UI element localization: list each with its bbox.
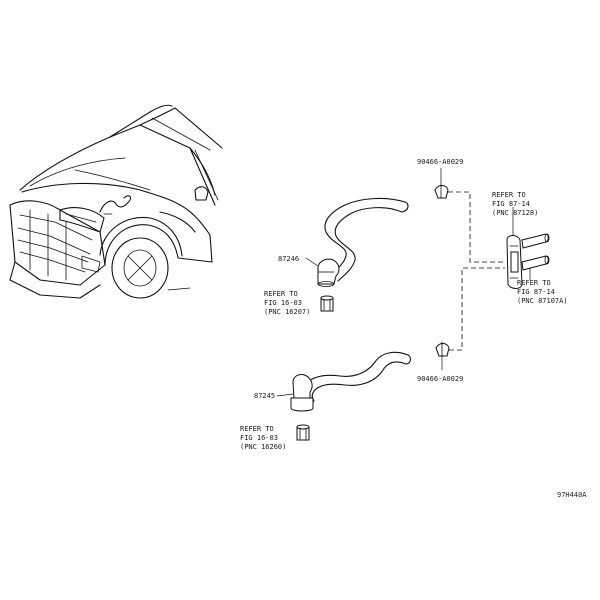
reference-line: (PNC 87128)	[492, 209, 538, 217]
upper-washer-hose	[324, 197, 409, 282]
figure-code: 97H440A	[557, 491, 587, 499]
upper-hose-part-number: 87246	[278, 255, 299, 263]
reference-line: REFER TO	[517, 279, 551, 287]
upper-elbow-connector	[317, 258, 340, 287]
reference-line: (PNC 87107A)	[517, 297, 568, 305]
lower-hose-part-number: 87245	[254, 392, 275, 400]
reference-line: (PNC 16207)	[264, 308, 310, 316]
washer-nozzle-assembly	[506, 233, 550, 289]
upper-hose-clip	[434, 183, 449, 199]
clip-lower-part-number: 90466-A0029	[417, 375, 463, 383]
reference-note-upper-left: REFER TO FIG 16-03 (PNC 16207)	[264, 290, 310, 316]
reference-note-lower-left: REFER TO FIG 16-03 (PNC 16260)	[240, 425, 286, 451]
lower-elbow-connector	[290, 374, 314, 412]
upper-inlet-pipe	[320, 295, 334, 312]
reference-line: FIG 87-14	[492, 200, 530, 208]
vehicle-locator-illustration	[9, 104, 223, 299]
clip-upper-part-number: 90466-A0029	[417, 158, 463, 166]
lower-inlet-pipe	[296, 424, 310, 441]
reference-note-right-bottom: REFER TO FIG 87-14 (PNC 87107A)	[517, 279, 568, 305]
reference-line: REFER TO	[492, 191, 526, 199]
reference-line: REFER TO	[240, 425, 274, 433]
reference-line: FIG 87-14	[517, 288, 555, 296]
hose-routing-lines	[448, 191, 505, 351]
reference-line: FIG 16-03	[240, 434, 278, 442]
lower-washer-hose	[303, 351, 411, 402]
reference-note-right-top: REFER TO FIG 87-14 (PNC 87128)	[492, 191, 538, 217]
lower-hose-clip	[435, 341, 450, 357]
reference-line: FIG 16-03	[264, 299, 302, 307]
reference-line: (PNC 16260)	[240, 443, 286, 451]
reference-line: REFER TO	[264, 290, 298, 298]
leader-lines	[276, 168, 531, 397]
